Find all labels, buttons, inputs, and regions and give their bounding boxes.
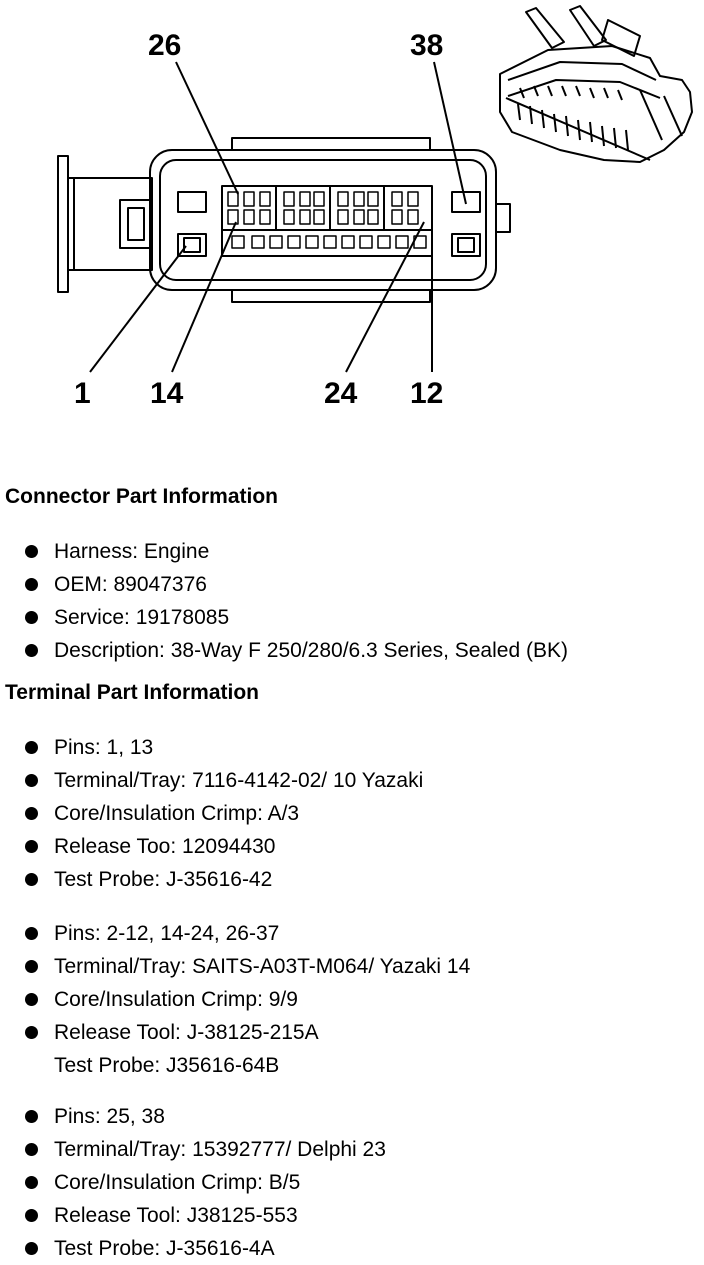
list-item: Description: 38-Way F 250/280/6.3 Series… — [0, 634, 568, 667]
pin-label-24: 24 — [324, 377, 358, 410]
bullet-icon — [25, 960, 38, 973]
bullet-icon — [25, 1242, 38, 1255]
terminal-group-list: Pins: 25, 38 Terminal/Tray: 15392777/ De… — [0, 1100, 386, 1265]
item-text: Core/Insulation Crimp: 9/9 — [54, 988, 298, 1011]
list-item: Service: 19178085 — [0, 601, 568, 634]
bullet-icon — [25, 741, 38, 754]
item-text: Terminal/Tray: SAITS-A03T-M064/ Yazaki 1… — [54, 955, 471, 978]
terminal-group-list: Pins: 2-12, 14-24, 26-37 Terminal/Tray: … — [0, 917, 470, 1082]
list-item: Test Probe: J-35616-4A — [0, 1232, 386, 1265]
item-text: Test Probe: J-35616-4A — [54, 1237, 275, 1260]
bullet-icon — [25, 840, 38, 853]
item-text: Release Too: 12094430 — [54, 835, 276, 858]
leader-26 — [175, 61, 239, 195]
item-text: Core/Insulation Crimp: B/5 — [54, 1171, 301, 1194]
item-text: Test Probe: J-35616-42 — [54, 868, 273, 891]
item-text: Harness: Engine — [54, 540, 210, 563]
item-text: OEM: 89047376 — [54, 573, 207, 596]
bullet-icon — [25, 774, 38, 787]
item-text: Core/Insulation Crimp: A/3 — [54, 802, 300, 825]
list-item: Test Probe: J-35616-42 — [0, 863, 423, 896]
connector-rear-latch — [57, 155, 153, 293]
item-text: Release Tool: J38125-553 — [54, 1204, 298, 1227]
list-item: Release Tool: J38125-553 — [0, 1199, 386, 1232]
list-item: OEM: 89047376 — [0, 568, 568, 601]
item-text: Terminal/Tray: 7116-4142-02/ 10 Yazaki — [54, 769, 424, 792]
list-item: Pins: 1, 13 — [0, 731, 423, 764]
pin-label-14: 14 — [150, 377, 184, 410]
list-item: Release Too: 12094430 — [0, 830, 423, 863]
bullet-icon — [25, 1209, 38, 1222]
connector-info-heading: Connector Part Information — [5, 485, 279, 508]
bullet-icon — [25, 993, 38, 1006]
connector-housing — [149, 137, 511, 303]
item-text: Pins: 25, 38 — [54, 1105, 165, 1128]
bullet-icon — [25, 927, 38, 940]
leader-14 — [171, 221, 237, 373]
list-item: Pins: 25, 38 — [0, 1100, 386, 1133]
pin-label-1: 1 — [74, 377, 91, 410]
terminal-info-heading: Terminal Part Information — [5, 681, 259, 704]
connector-iso-view — [499, 5, 693, 163]
bullet-icon — [25, 545, 38, 558]
pin-label-12: 12 — [410, 377, 443, 410]
list-item: Pins: 2-12, 14-24, 26-37 — [0, 917, 470, 950]
list-item: Harness: Engine — [0, 535, 568, 568]
pin-label-26: 26 — [148, 29, 181, 62]
bullet-icon — [25, 644, 38, 657]
bullet-icon — [25, 1026, 38, 1039]
item-text: Pins: 1, 13 — [54, 736, 154, 759]
list-item: Terminal/Tray: SAITS-A03T-M064/ Yazaki 1… — [0, 950, 470, 983]
list-item: Terminal/Tray: 15392777/ Delphi 23 — [0, 1133, 386, 1166]
pin-leader-lines — [89, 61, 467, 373]
bullet-icon — [25, 807, 38, 820]
bullet-icon — [25, 578, 38, 591]
pin-label-38: 38 — [410, 29, 443, 62]
leader-1 — [89, 245, 187, 373]
bullet-icon — [25, 611, 38, 624]
terminal-group-list: Pins: 1, 13 Terminal/Tray: 7116-4142-02/… — [0, 731, 423, 896]
list-item: Core/Insulation Crimp: 9/9 — [0, 983, 470, 1016]
terminal-cavities — [227, 191, 427, 249]
item-text: Terminal/Tray: 15392777/ Delphi 23 — [54, 1138, 386, 1161]
leader-24 — [345, 221, 425, 373]
item-text: Pins: 2-12, 14-24, 26-37 — [54, 922, 280, 945]
list-item: Core/Insulation Crimp: B/5 — [0, 1166, 386, 1199]
connector-diagram: 26 38 1 14 24 12 — [57, 5, 693, 410]
list-item: Terminal/Tray: 7116-4142-02/ 10 Yazaki — [0, 764, 423, 797]
bullet-icon — [25, 1143, 38, 1156]
item-text: Release Tool: J-38125-215A — [54, 1021, 319, 1044]
bullet-icon — [25, 1110, 38, 1123]
leader-38 — [433, 61, 467, 205]
item-text: Test Probe: J35616-64B — [54, 1054, 280, 1077]
bullet-icon — [25, 1176, 38, 1189]
connector-info-list: Harness: Engine OEM: 89047376 Service: 1… — [0, 535, 568, 667]
bullet-icon — [25, 873, 38, 886]
item-text: Service: 19178085 — [54, 606, 230, 629]
list-item: Core/Insulation Crimp: A/3 — [0, 797, 423, 830]
list-item: Release Tool: J-38125-215A Test Probe: J3… — [0, 1016, 470, 1082]
item-text: Description: 38-Way F 250/280/6.3 Series… — [54, 639, 568, 662]
